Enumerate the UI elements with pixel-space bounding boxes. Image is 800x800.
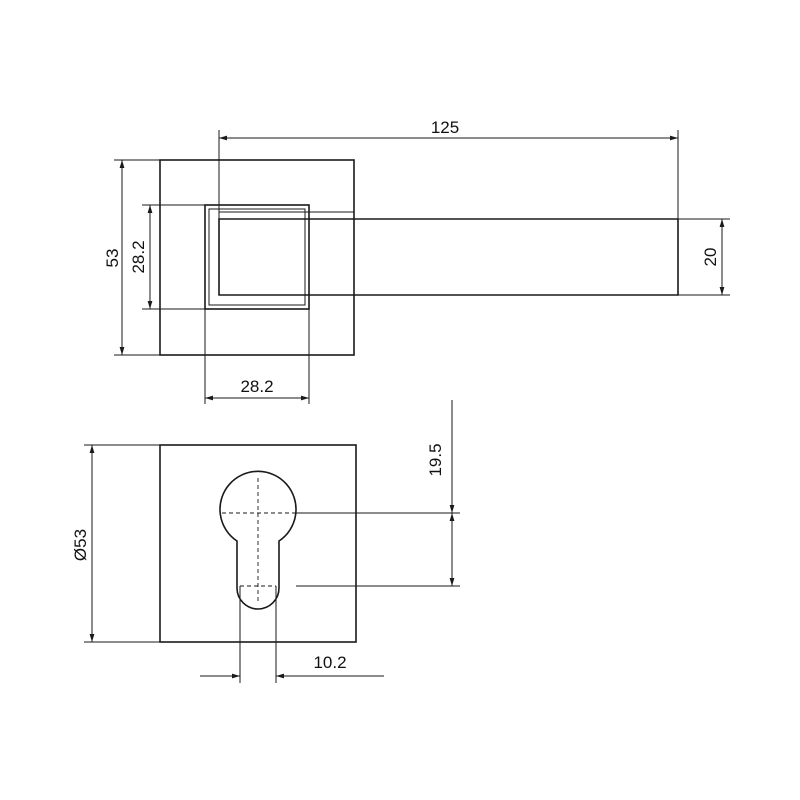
dim-inner-vertical: 28.2 bbox=[129, 204, 205, 310]
dim-key-hole-offset: 19.5 bbox=[296, 400, 460, 587]
handle-top-view bbox=[159, 159, 679, 356]
key-hole-profile bbox=[219, 470, 297, 610]
dim-label-10-2: 10.2 bbox=[313, 653, 346, 672]
dim-inner-horizontal: 28.2 bbox=[204, 309, 310, 404]
inner-square-outer bbox=[204, 204, 310, 310]
escutcheon-square bbox=[159, 444, 357, 643]
dim-rose-height: 53 bbox=[103, 159, 160, 356]
dim-escutcheon-size: Ø53 bbox=[71, 444, 160, 643]
lever-body bbox=[218, 218, 679, 296]
dim-label-20: 20 bbox=[701, 248, 720, 267]
lever-top-edge bbox=[219, 211, 355, 219]
dim-key-hole-width: 10.2 bbox=[200, 586, 384, 683]
dim-label-19-5: 19.5 bbox=[426, 443, 445, 476]
dim-handle-length: 125 bbox=[218, 118, 679, 219]
dim-lever-height: 20 bbox=[678, 218, 730, 296]
inner-square-inner bbox=[208, 208, 306, 306]
dim-label-28-2-vertical: 28.2 bbox=[129, 240, 148, 273]
dim-label-28-2-horizontal: 28.2 bbox=[240, 377, 273, 396]
dim-label-125: 125 bbox=[431, 118, 459, 137]
dim-label-53: 53 bbox=[103, 249, 122, 268]
dim-label-diameter-53: Ø53 bbox=[71, 529, 90, 561]
rose-square bbox=[159, 159, 355, 356]
escutcheon-view bbox=[159, 444, 357, 643]
